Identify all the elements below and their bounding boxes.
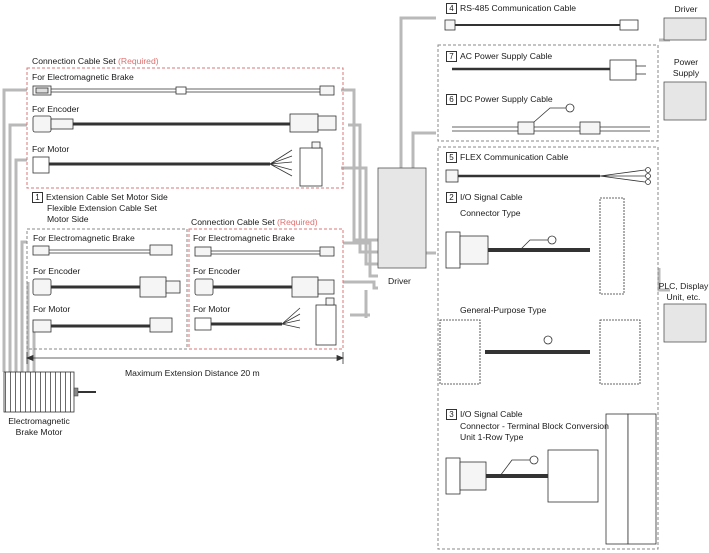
right-label-encoder: For Encoder: [193, 266, 241, 276]
motor-label-line2: Brake Motor: [15, 427, 63, 437]
power-frame: [437, 44, 659, 142]
driver-label: Driver: [388, 276, 411, 286]
power-supply-box: [663, 81, 707, 121]
connection-set-right-frame: [188, 228, 344, 350]
extension-set-frame: [26, 228, 188, 350]
terminal-line2: Connector - Terminal Block Conversion: [460, 421, 609, 431]
io-general-type: General-Purpose Type: [460, 305, 547, 315]
driver-box: [377, 167, 427, 269]
cable-label-encoder: For Encoder: [32, 104, 80, 114]
io-connector-type: Connector Type: [460, 208, 521, 218]
plc-box: [663, 303, 707, 343]
cable-label-brake: For Electromagnetic Brake: [32, 72, 134, 82]
right-label-motor: For Motor: [193, 304, 231, 314]
ext-label-brake: For Electromagnetic Brake: [33, 233, 135, 243]
connection-set-right-title: Connection Cable Set (Required): [191, 217, 318, 227]
cable-drawings: [32, 19, 657, 545]
cable-label-motor: For Motor: [32, 144, 70, 154]
connection-set-left-frame: [26, 67, 344, 189]
plc-label-1: PLC, Display: [658, 281, 709, 291]
terminal-line3: Unit 1-Row Type: [460, 432, 524, 442]
extension-distance-arrow: [25, 352, 345, 364]
motor-label-line1: Electromagnetic: [8, 416, 70, 426]
extension-set-line2: Flexible Extension Cable Set: [47, 203, 157, 213]
far-driver-box: [663, 17, 707, 41]
far-driver-label: Driver: [674, 4, 698, 14]
plc-label-2: Unit, etc.: [666, 292, 701, 302]
max-extension-distance: Maximum Extension Distance 20 m: [125, 368, 260, 378]
ext-label-encoder: For Encoder: [33, 266, 81, 276]
right-label-brake: For Electromagnetic Brake: [193, 233, 295, 243]
electromagnetic-brake-motor: [3, 371, 96, 413]
connection-set-left-title: Connection Cable Set (Required): [32, 56, 159, 66]
extension-set-line3: Motor Side: [47, 214, 89, 224]
power-supply-label-2: Supply: [672, 68, 700, 78]
io-frame: [437, 146, 659, 550]
power-supply-label-1: Power: [673, 57, 699, 67]
routing-lines: [2, 16, 670, 372]
ext-label-motor: For Motor: [33, 304, 71, 314]
